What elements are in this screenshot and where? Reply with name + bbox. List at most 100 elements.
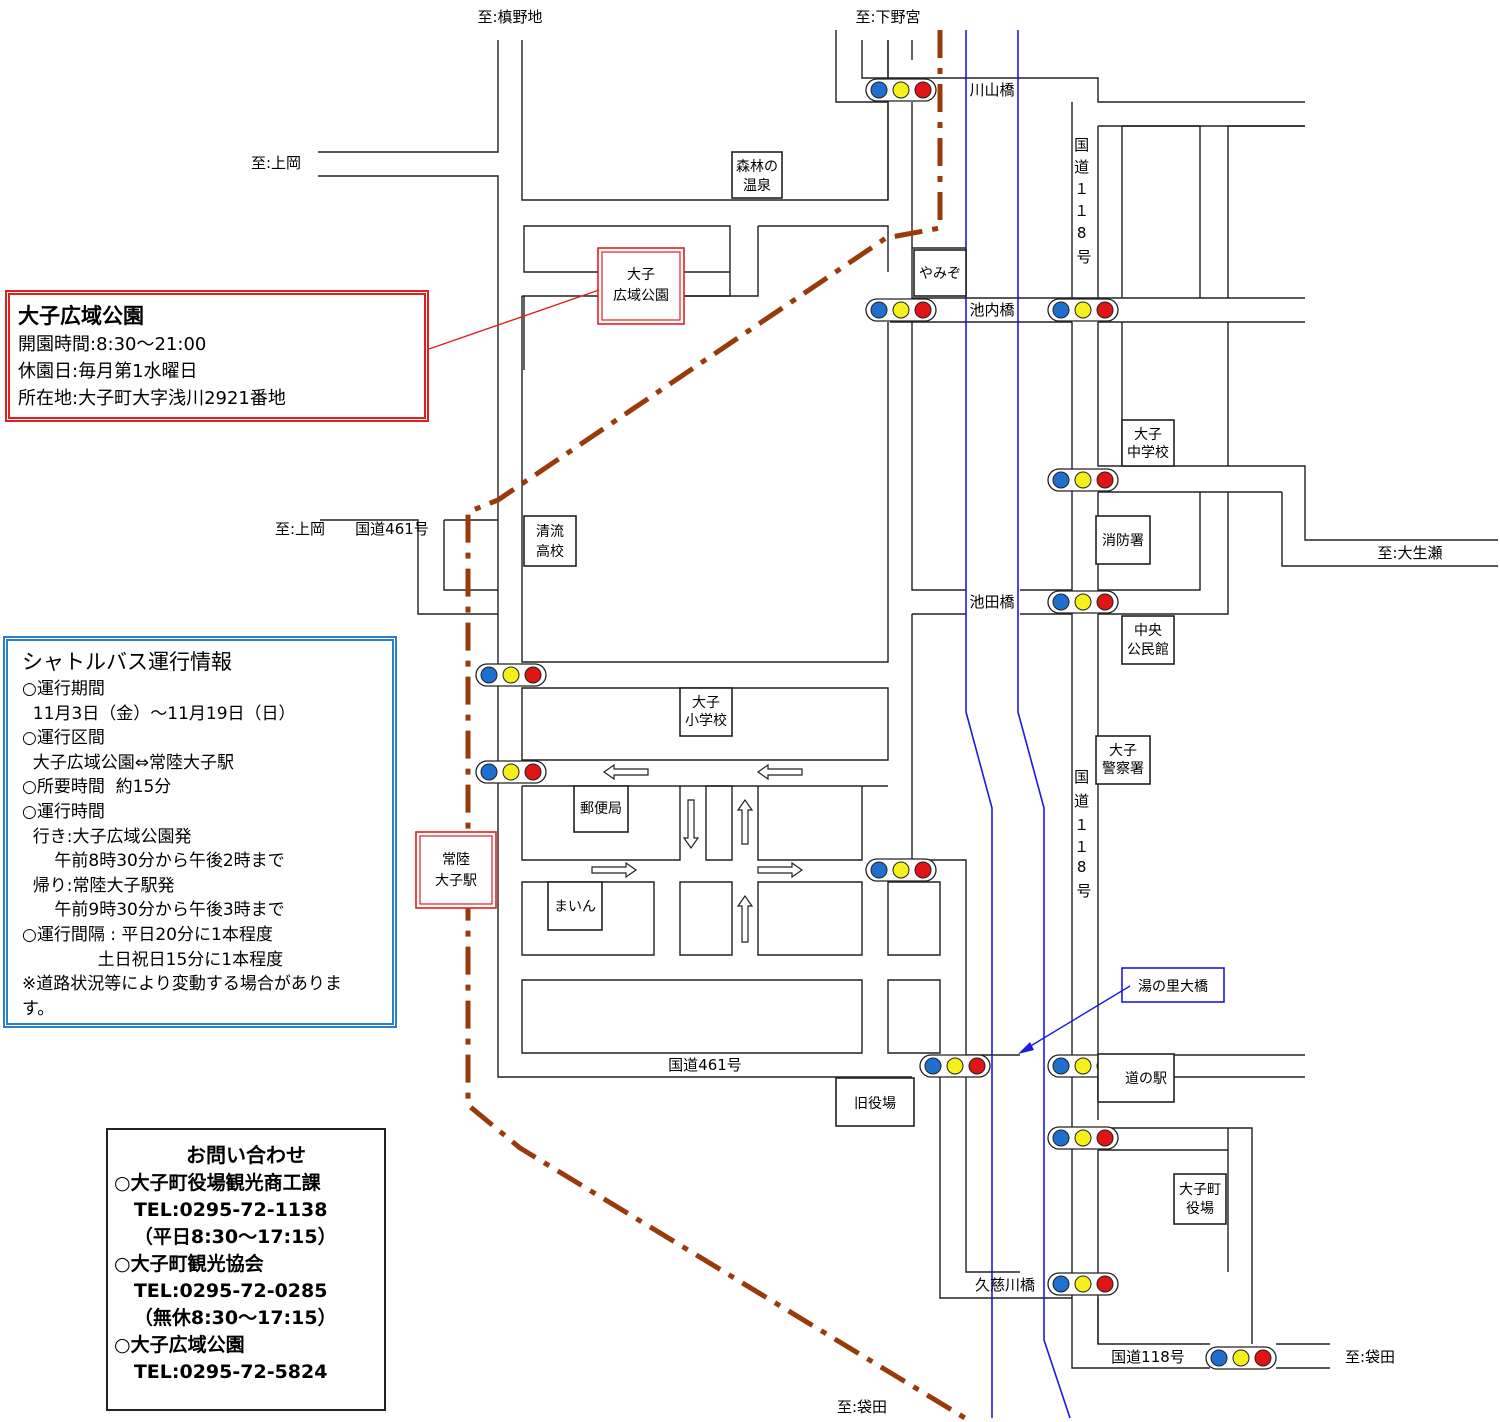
label-to-fukuroda-east: 至:袋田 — [1345, 1348, 1395, 1366]
traffic-signal — [475, 663, 547, 687]
daigo-park-box-outer — [597, 247, 685, 325]
contact-line: ○大子町観光協会 — [114, 1253, 264, 1275]
park-info-closed: 休園日:毎月第1水曜日 — [18, 361, 198, 382]
contact-title: お問い合わせ — [186, 1143, 306, 1167]
shuttle-info-panel: シャトルバス運行情報 ○運行期間 11月3日（金）～11月19日（日） ○運行区… — [3, 636, 397, 1028]
park-info-title: 大子広域公園 — [18, 304, 144, 328]
label-route461-west: 国道461号 — [355, 520, 429, 538]
shuttle-line: 行き:大子広域公園発 — [22, 826, 192, 847]
community-center-box — [1121, 615, 1175, 665]
signal-blue-light — [480, 666, 498, 684]
traffic-signal — [865, 78, 937, 102]
signal-red-light — [1096, 471, 1114, 489]
signal-red-light — [968, 1057, 986, 1075]
station-box-outer — [415, 831, 497, 909]
town-hall-label: 大子町役場 — [1179, 1182, 1221, 1217]
town-hall-box — [1173, 1173, 1227, 1225]
arrow-up-2 — [736, 894, 754, 943]
post-office-label: 郵便局 — [580, 801, 622, 817]
community-center-label: 中央公民館 — [1127, 623, 1169, 658]
signal-yellow-light — [892, 81, 910, 99]
fire-station-box — [1095, 515, 1151, 565]
contact-line: （平日8:30～17:15） — [114, 1226, 337, 1248]
traffic-signal — [919, 1054, 991, 1078]
contact-panel: お問い合わせ ○大子町役場観光商工課 TEL:0295-72-1138 （平日8… — [106, 1128, 386, 1411]
signal-blue-light — [924, 1057, 942, 1075]
contact-line: ○大子町役場観光商工課 — [114, 1172, 321, 1194]
signal-red-light — [914, 81, 932, 99]
old-town-hall-label: 旧役場 — [854, 1096, 896, 1112]
post-office-box — [573, 785, 629, 833]
signal-blue-light — [1052, 301, 1070, 319]
arrow-left-1 — [602, 763, 649, 781]
daigo-jhs-box — [1121, 419, 1175, 467]
signal-blue-light — [870, 301, 888, 319]
yunosato-bridge-label: 湯の里大橋 — [1138, 978, 1208, 995]
label-to-fukuroda-south: 至:袋田 — [837, 1398, 887, 1416]
signal-red-light — [1254, 1349, 1272, 1367]
label-route118-lower: 国 道 １ １ 8 号 — [1074, 768, 1094, 900]
contact-line: TEL:0295-72-0285 — [114, 1280, 328, 1302]
seiryu-hs-label: 清流高校 — [536, 524, 564, 560]
shuttle-line: ○所要時間 約15分 — [22, 777, 172, 798]
label-to-kamioka-north: 至:上岡 — [251, 154, 301, 172]
shinrin-onsen-box — [731, 151, 783, 199]
traffic-signal — [1047, 298, 1119, 322]
yunosato-pointer-arrowhead — [1018, 1042, 1034, 1054]
shuttle-line: ○運行時間 — [22, 801, 105, 822]
michi-no-eki-label: 道の駅 — [1125, 1071, 1167, 1087]
yunosato-bridge-box — [1121, 967, 1225, 1003]
signal-red-light — [1096, 301, 1114, 319]
signal-red-light — [1096, 1275, 1114, 1293]
signal-yellow-light — [892, 861, 910, 879]
signal-blue-light — [1210, 1349, 1228, 1367]
shinrin-onsen-label: 森林の温泉 — [736, 159, 778, 194]
label-route461-bottom: 国道461号 — [668, 1056, 742, 1074]
signal-red-light — [524, 763, 542, 781]
park-callout-line — [428, 289, 600, 350]
signal-yellow-light — [1074, 1129, 1092, 1147]
signal-yellow-light — [1074, 1057, 1092, 1075]
shuttle-line: ※道路状況等により変動する場合がありま — [22, 974, 342, 995]
yamizo-box — [913, 249, 967, 297]
signal-yellow-light — [502, 763, 520, 781]
signal-blue-light — [1052, 471, 1070, 489]
station-box-inner — [419, 835, 493, 905]
label-to-makino: 至:槙野地 — [477, 8, 542, 26]
daigo-park-label: 大子広域公園 — [613, 267, 669, 304]
daigo-es-label: 大子小学校 — [685, 695, 727, 729]
contact-line: ○大子広域公園 — [114, 1334, 245, 1356]
signal-blue-light — [1052, 593, 1070, 611]
traffic-signal — [865, 298, 937, 322]
signal-yellow-light — [1074, 1275, 1092, 1293]
shuttle-line: 午前8時30分から午後2時まで — [22, 851, 285, 872]
traffic-signal — [865, 858, 937, 882]
signal-red-light — [1096, 593, 1114, 611]
park-info-panel: 大子広域公園 開園時間:8:30～21:00 休園日:毎月第1水曜日 所在地:大… — [5, 290, 429, 422]
shuttle-line: 土日祝日15分に1本程度 — [22, 949, 284, 970]
kuji-river — [965, 30, 1071, 1419]
police-label: 大子警察署 — [1102, 743, 1144, 777]
arrow-up-1 — [736, 798, 754, 845]
signal-blue-light — [1052, 1057, 1070, 1075]
signal-yellow-light — [892, 301, 910, 319]
signal-red-light — [914, 301, 932, 319]
daigo-es-box — [679, 687, 733, 737]
traffic-signal — [1047, 590, 1119, 614]
signal-red-light — [1096, 1129, 1114, 1147]
traffic-signal — [1047, 1272, 1119, 1296]
traffic-signal — [1047, 1126, 1119, 1150]
label-to-oose: 至:大生瀬 — [1377, 544, 1442, 562]
arrow-right-1 — [591, 861, 638, 879]
signal-blue-light — [870, 861, 888, 879]
station-label: 常陸大子駅 — [435, 852, 477, 889]
shuttle-line: 大子広域公園⇔常陸大子駅 — [22, 752, 235, 773]
shuttle-line: す。 — [22, 998, 55, 1019]
park-info-hours: 開園時間:8:30～21:00 — [18, 334, 207, 355]
daigo-jhs-label: 大子中学校 — [1127, 427, 1169, 461]
police-box — [1095, 735, 1151, 785]
signal-blue-light — [480, 763, 498, 781]
shuttle-line: 帰り:常陸大子駅発 — [22, 875, 175, 896]
yamizo-label: やみぞ — [919, 266, 961, 282]
